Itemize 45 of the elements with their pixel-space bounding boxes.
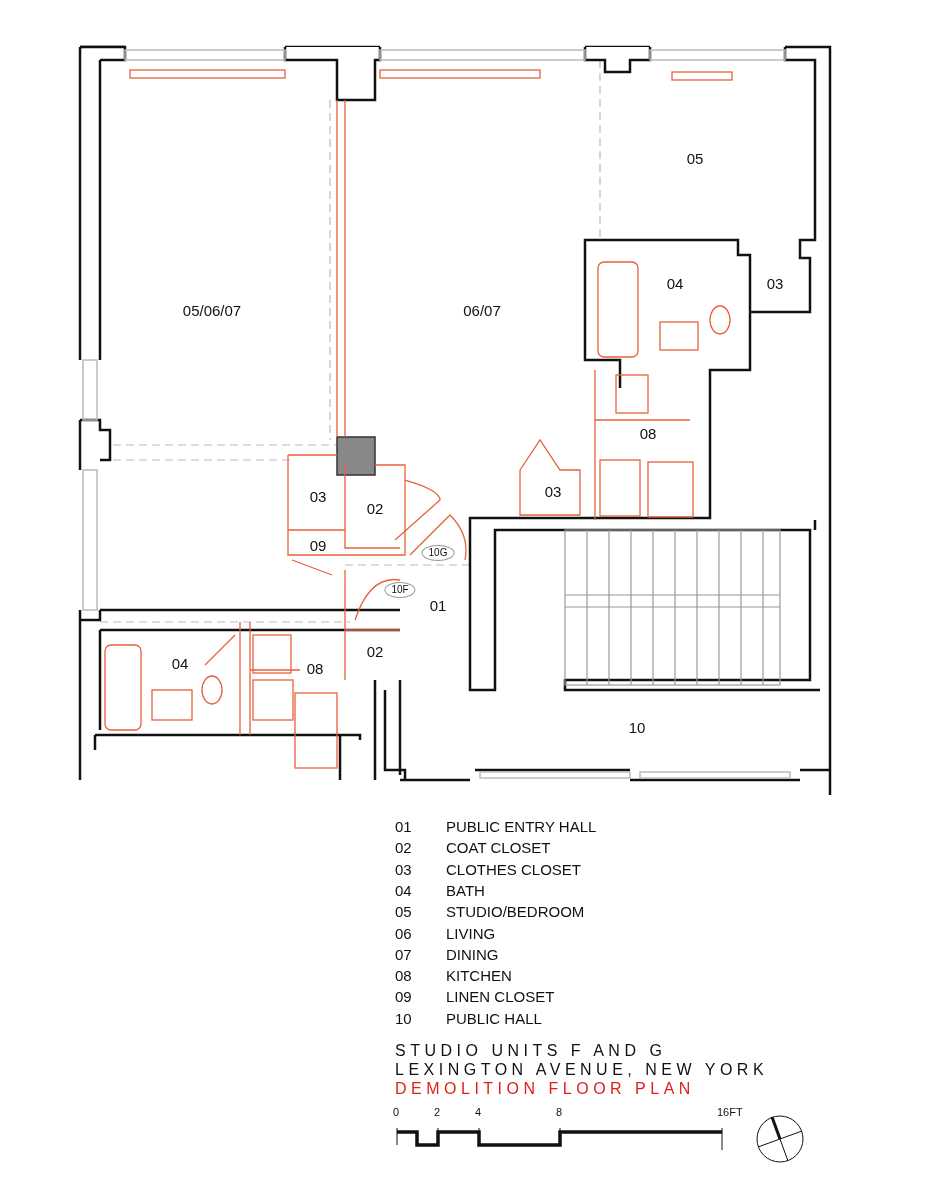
legend-text: LIVING	[446, 925, 496, 941]
room-number: 01	[429, 597, 447, 613]
room-number: 05/06/07	[182, 302, 242, 318]
legend-number: 06	[395, 925, 412, 941]
door-tag: 10F	[384, 582, 416, 598]
scale-label: 16FT	[717, 1107, 743, 1118]
legend-text: PUBLIC HALL	[446, 1010, 542, 1026]
room-number: 08	[306, 660, 324, 676]
scale-label: 0	[393, 1107, 400, 1118]
door-tag: 10G	[421, 545, 455, 561]
legend-number: 03	[395, 861, 412, 877]
legend-number: 08	[395, 968, 412, 984]
scale-label: 2	[434, 1107, 441, 1118]
legend-text: COAT CLOSET	[446, 840, 551, 856]
room-number: 04	[666, 275, 684, 291]
room-number: 02	[366, 643, 384, 659]
legend-text: BATH	[446, 882, 485, 898]
room-number: 08	[639, 425, 657, 441]
room-number: 04	[171, 655, 189, 671]
legend-text: LINEN CLOSET	[446, 989, 555, 1005]
room-number: 03	[766, 275, 784, 291]
title-text: LEXINGTON AVENUE, NEW YORK	[395, 1062, 769, 1078]
room-number: 06/07	[463, 302, 501, 318]
scale-label: 4	[475, 1107, 482, 1118]
legend-text: KITCHEN	[446, 968, 512, 984]
scale-label: 8	[556, 1107, 563, 1118]
room-number: 03	[309, 488, 327, 504]
legend-number: 05	[395, 904, 412, 920]
legend-text: DINING	[446, 946, 499, 962]
legend-number: 04	[395, 882, 412, 898]
room-number: 10	[628, 719, 646, 735]
room-number: 03	[544, 483, 562, 499]
title-text: STUDIO UNITS F AND G	[395, 1043, 667, 1059]
legend-text: CLOTHES CLOSET	[446, 861, 582, 877]
legend-text: STUDIO/BEDROOM	[446, 904, 585, 920]
room-number: 09	[309, 537, 327, 553]
legend-number: 10	[395, 1010, 412, 1026]
legend-number: 09	[395, 989, 412, 1005]
legend-number: 07	[395, 946, 412, 962]
legend-number: 02	[395, 840, 412, 856]
room-number: 02	[366, 500, 384, 516]
title-text: DEMOLITION FLOOR PLAN	[395, 1081, 695, 1097]
room-number: 05	[686, 150, 704, 166]
legend-number: 01	[395, 819, 412, 834]
legend-text: PUBLIC ENTRY HALL	[446, 819, 597, 834]
